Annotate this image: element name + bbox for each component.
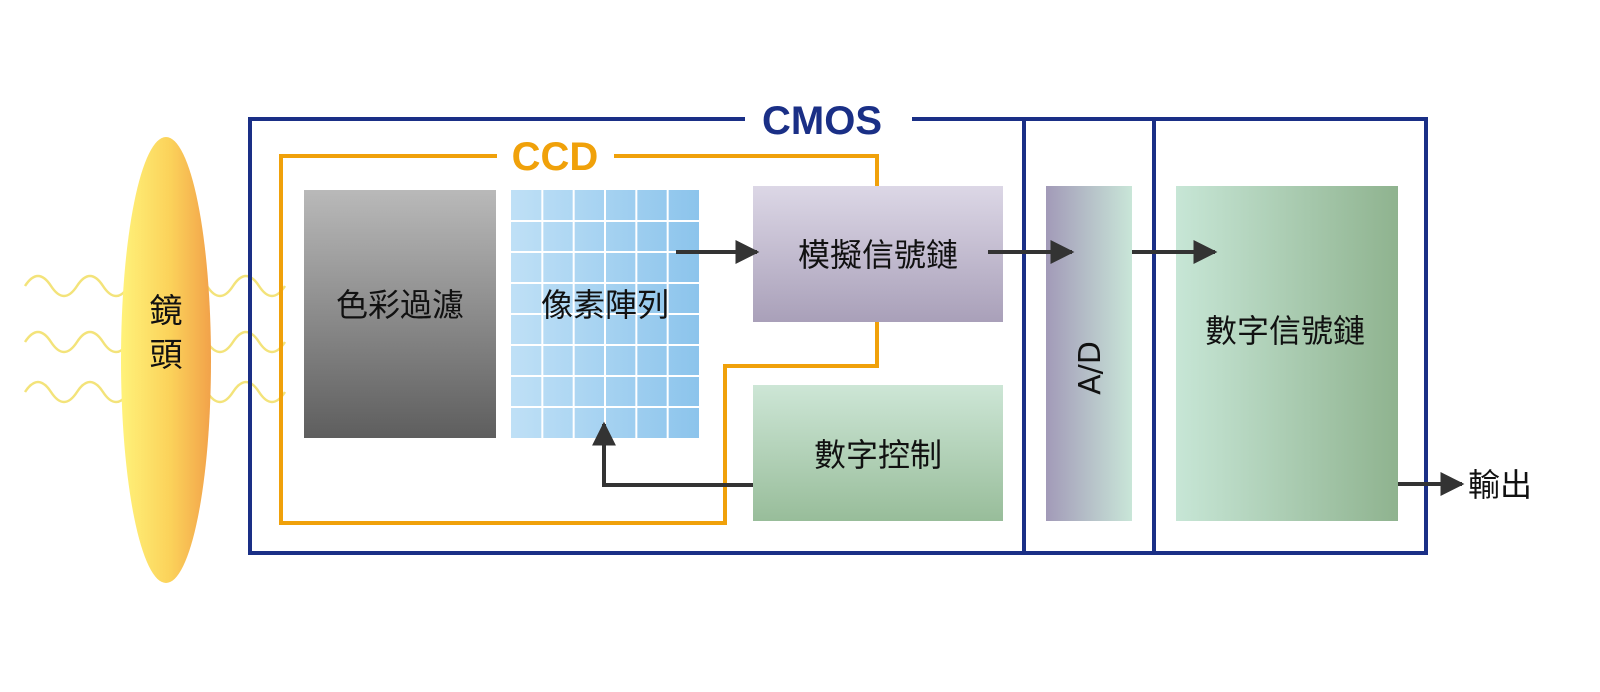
output-label: 輸出 — [1468, 466, 1532, 504]
digital-control-block — [753, 385, 1003, 521]
pixel-array-label: 像素陣列 — [541, 286, 669, 324]
lens-label-line2: 頭 — [150, 335, 183, 374]
signal-arrows — [592, 240, 1465, 496]
arrow-control-to-pixel — [592, 421, 753, 487]
color-filter-block — [304, 190, 496, 438]
digital-chain-block — [1176, 186, 1398, 521]
ccd-title: CCD — [512, 135, 599, 179]
digital-chain-label: 數字信號鏈 — [1205, 312, 1365, 350]
analog-chain-label: 模擬信號鏈 — [798, 236, 958, 274]
analog-chain-block — [753, 186, 1003, 322]
ad-label: A/D — [1073, 341, 1108, 395]
color-filter-label: 色彩過濾 — [336, 286, 464, 324]
digital-control-label: 數字控制 — [814, 436, 942, 474]
pixel-grid — [511, 190, 699, 438]
lens-shape — [121, 137, 211, 583]
cmos-title: CMOS — [762, 99, 882, 143]
lens-label-line1: 鏡 — [150, 291, 183, 330]
pixel-array-block — [511, 190, 699, 438]
cmos-boundary — [248, 117, 1428, 555]
